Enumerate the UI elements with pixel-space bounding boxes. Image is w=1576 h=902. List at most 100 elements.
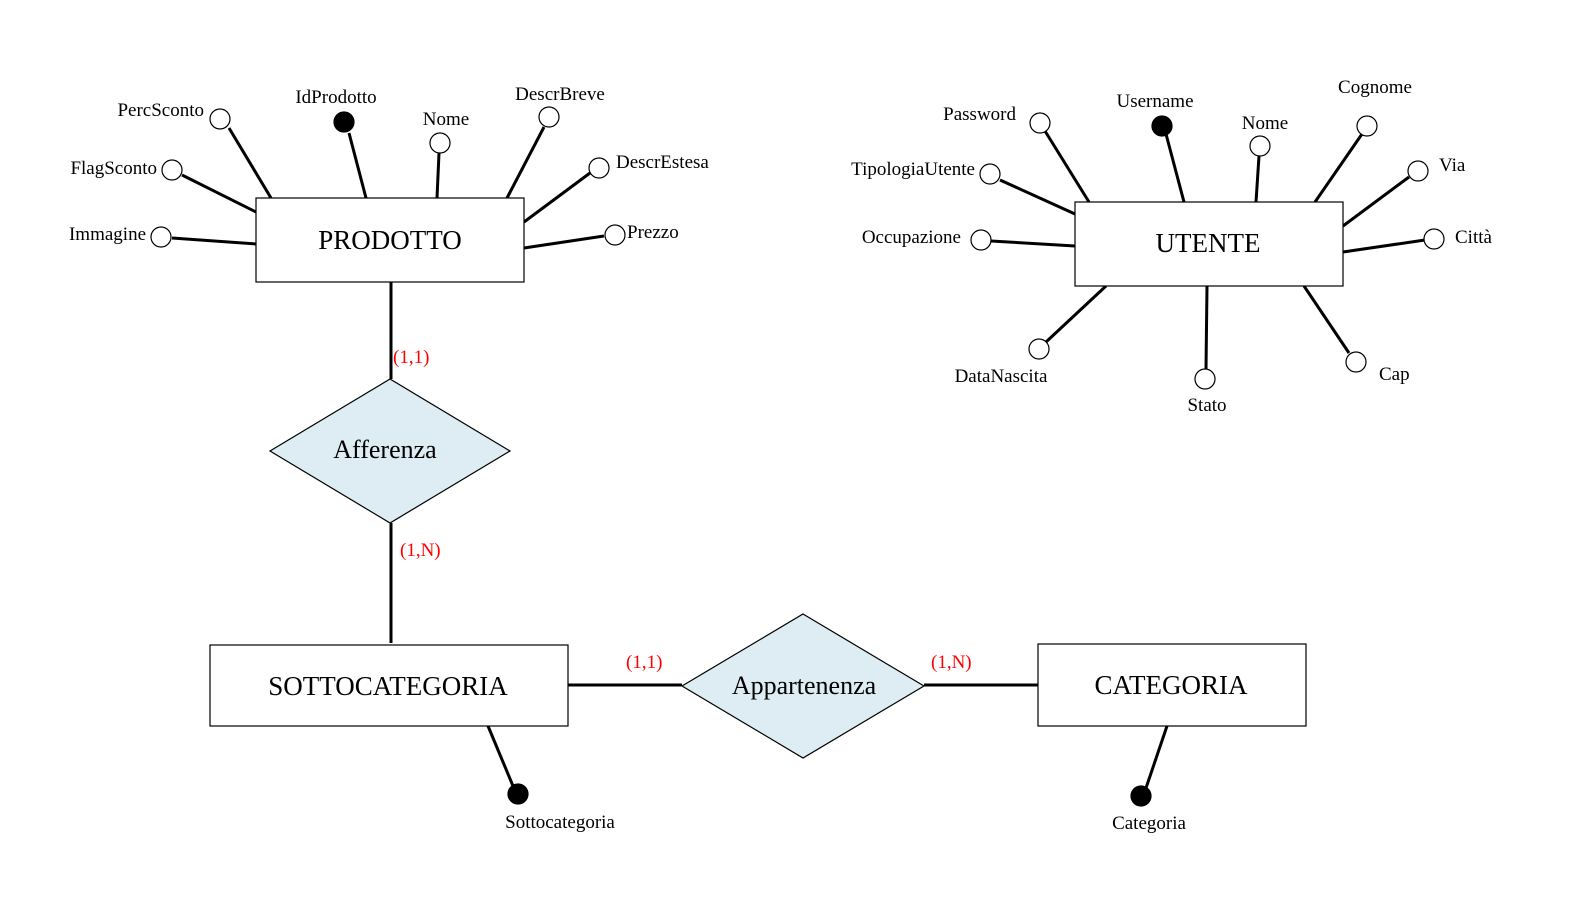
entity-box xyxy=(209,644,569,727)
line-cognome xyxy=(1313,133,1364,203)
attribute-circle-icon xyxy=(970,229,992,251)
attribute-label: Username xyxy=(1116,91,1193,112)
line-password xyxy=(1043,130,1091,203)
line-datanascita xyxy=(1044,284,1108,344)
entity-categoria[interactable]: CATEGORIA xyxy=(1037,643,1307,727)
attribute-circle-icon xyxy=(209,108,231,130)
attribute-label: DataNascita xyxy=(955,366,1048,387)
attribute-circle-icon xyxy=(1028,338,1050,360)
attribute-circle-icon xyxy=(1423,228,1445,250)
attribute-label: Città xyxy=(1455,227,1493,248)
attribute-sottocategoria-key[interactable]: Sottocategoria xyxy=(505,783,615,833)
attribute-tipologiautente[interactable]: TipologiaUtente xyxy=(851,159,1001,185)
attribute-via[interactable]: Via xyxy=(1407,155,1466,182)
attribute-label: TipologiaUtente xyxy=(851,159,975,180)
key-circle-icon xyxy=(333,111,355,133)
attribute-label: Categoria xyxy=(1112,813,1186,834)
entity-prodotto[interactable]: PRODOTTO xyxy=(255,197,525,283)
line-citta xyxy=(1342,238,1426,254)
attribute-label: IdProdotto xyxy=(295,87,376,108)
attribute-circle-icon xyxy=(1407,160,1429,182)
relationship-label: Afferenza xyxy=(333,435,437,464)
attribute-idprodotto-key[interactable]: IdProdotto xyxy=(295,87,377,133)
attribute-circle-icon xyxy=(979,163,1001,185)
attribute-nome-utente[interactable]: Nome xyxy=(1242,113,1288,157)
attribute-circle-icon xyxy=(1249,135,1271,157)
attribute-categoria-key[interactable]: Categoria xyxy=(1112,785,1186,834)
line-categoria-key xyxy=(1144,725,1169,789)
attribute-circle-icon xyxy=(1345,351,1367,373)
cardinality-sottocategoria-appartenenza: (1,1) xyxy=(626,652,662,673)
attribute-username-key[interactable]: Username xyxy=(1116,91,1194,137)
entity-sottocategoria[interactable]: SOTTOCATEGORIA xyxy=(209,644,569,727)
attribute-prezzo[interactable]: Prezzo xyxy=(604,222,679,246)
entity-label: PRODOTTO xyxy=(318,225,462,255)
connector-lines xyxy=(171,126,1426,789)
line-nome-prodotto xyxy=(435,152,441,199)
line-via xyxy=(1342,175,1410,228)
attribute-circle-icon xyxy=(429,132,451,154)
attribute-stato[interactable]: Stato xyxy=(1187,368,1227,416)
attribute-label: DescrEstesa xyxy=(616,152,709,173)
attribute-cognome[interactable]: Cognome xyxy=(1338,77,1412,137)
line-immagine xyxy=(171,236,257,246)
line-descrestesa xyxy=(523,171,591,224)
entity-label: UTENTE xyxy=(1156,228,1261,258)
attribute-cap[interactable]: Cap xyxy=(1345,351,1410,385)
attribute-circle-icon xyxy=(1029,112,1051,134)
attribute-label: Occupazione xyxy=(862,227,961,248)
line-prezzo xyxy=(523,234,605,250)
line-idprodotto xyxy=(347,132,368,199)
attribute-label: Cap xyxy=(1379,364,1410,385)
attribute-label: DescrBreve xyxy=(515,84,605,105)
relationship-diamond xyxy=(680,613,926,759)
attribute-percsconto[interactable]: PercSconto xyxy=(117,100,231,130)
attribute-label: Immagine xyxy=(69,224,146,245)
key-circle-icon xyxy=(507,783,529,805)
line-percsconto xyxy=(227,127,273,199)
attribute-occupazione[interactable]: Occupazione xyxy=(862,227,992,251)
entity-box xyxy=(255,197,525,283)
attribute-circle-icon xyxy=(538,106,560,128)
line-flagsconto xyxy=(181,173,257,214)
line-cap xyxy=(1302,285,1351,354)
attribute-label: Prezzo xyxy=(627,222,679,243)
line-tipologiautente xyxy=(999,178,1076,216)
attribute-circle-icon xyxy=(1194,368,1216,390)
key-circle-icon xyxy=(1151,115,1173,137)
entity-utente[interactable]: UTENTE xyxy=(1074,201,1344,287)
line-stato xyxy=(1204,285,1209,370)
cardinality-categoria-appartenenza: (1,N) xyxy=(931,652,972,673)
attribute-nome-prodotto[interactable]: Nome xyxy=(423,109,469,154)
attribute-label: Via xyxy=(1439,155,1466,176)
attribute-immagine[interactable]: Immagine xyxy=(69,224,172,248)
line-sottocategoria-key xyxy=(486,725,515,787)
attribute-citta[interactable]: Città xyxy=(1423,227,1493,250)
attribute-circle-icon xyxy=(1356,115,1378,137)
line-username xyxy=(1164,133,1186,203)
entity-label: CATEGORIA xyxy=(1095,670,1248,700)
attribute-descrbreve[interactable]: DescrBreve xyxy=(515,84,605,128)
attribute-label: PercSconto xyxy=(117,100,204,121)
relationship-diamond xyxy=(268,378,512,524)
key-circle-icon xyxy=(1130,785,1152,807)
attribute-datanascita[interactable]: DataNascita xyxy=(955,338,1050,387)
relationship-appartenenza[interactable]: Appartenenza xyxy=(680,613,926,759)
attribute-flagsconto[interactable]: FlagSconto xyxy=(70,158,183,181)
attribute-password[interactable]: Password xyxy=(943,104,1051,134)
line-occupazione xyxy=(990,239,1076,248)
attribute-label: Cognome xyxy=(1338,77,1412,98)
attribute-circle-icon xyxy=(588,157,610,179)
entity-box xyxy=(1037,643,1307,727)
line-nome-utente xyxy=(1254,155,1261,203)
attribute-label: Sottocategoria xyxy=(505,812,615,833)
relationship-afferenza[interactable]: Afferenza xyxy=(268,378,512,524)
attribute-label: Stato xyxy=(1187,395,1226,416)
attribute-label: FlagSconto xyxy=(70,158,157,179)
entity-box xyxy=(1074,201,1344,287)
attribute-label: Nome xyxy=(423,109,469,130)
attribute-label: Password xyxy=(943,104,1016,125)
attribute-descrestesa[interactable]: DescrEstesa xyxy=(588,152,709,179)
entity-label: SOTTOCATEGORIA xyxy=(268,671,508,701)
